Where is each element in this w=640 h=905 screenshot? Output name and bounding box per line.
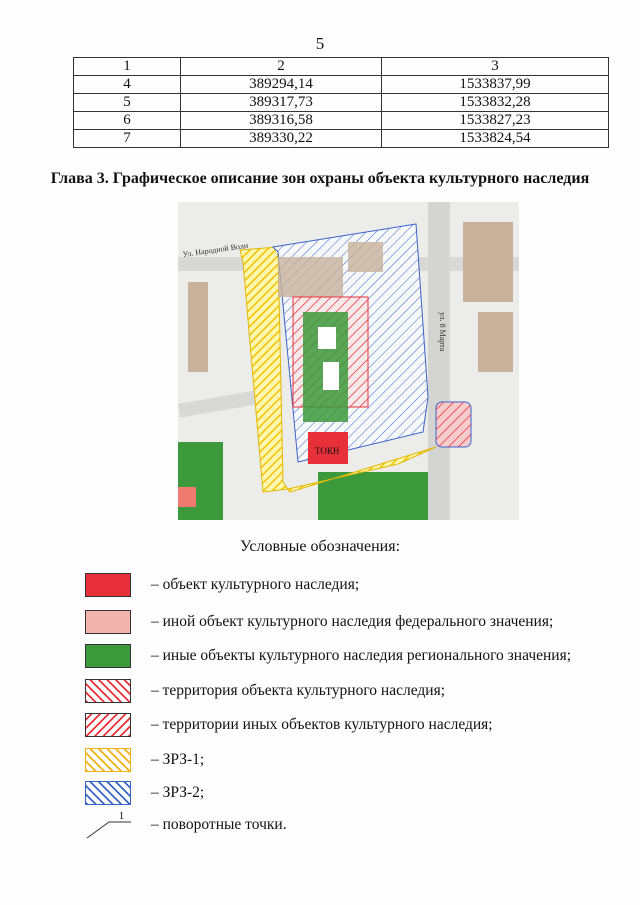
legend-swatch: [85, 748, 131, 772]
legend-label: – территория объекта культурного наследи…: [151, 682, 446, 699]
table-cell: 1533837,99: [381, 75, 609, 94]
chapter-heading: Глава 3. Графическое описание зон охраны…: [50, 170, 590, 187]
table-cell: 389316,58: [180, 111, 382, 130]
turning-point-icon: 1: [86, 811, 131, 839]
table-cell: 1533832,28: [381, 93, 609, 112]
street-label: ул. 8 Марта: [438, 312, 447, 352]
legend-swatch: [85, 573, 131, 597]
table-cell: 7: [73, 129, 181, 148]
legend-swatch: [85, 610, 131, 634]
legend-swatch: [85, 781, 131, 805]
legend-label: – поворотные точки.: [151, 816, 287, 833]
table-cell: 1533824,54: [381, 129, 609, 148]
legend-swatch: [85, 644, 131, 668]
legend-label: – иные объекты культурного наследия реги…: [151, 647, 572, 664]
svg-text:1: 1: [119, 811, 124, 822]
table-cell: 2: [180, 57, 382, 76]
table-cell: 389294,14: [180, 75, 382, 94]
legend-label: – объект культурного наследия;: [151, 576, 360, 593]
legend-item: – иные объекты культурного наследия реги…: [85, 643, 571, 669]
table-cell: 6: [73, 111, 181, 130]
legend-item: – территория объекта культурного наследи…: [85, 678, 445, 704]
table-cell: 5: [73, 93, 181, 112]
legend-title: Условные обозначения:: [239, 538, 401, 555]
page-number: 5: [315, 34, 325, 53]
legend-item: – иной объект культурного наследия федер…: [85, 609, 553, 635]
legend-item: – объект культурного наследия;: [85, 572, 359, 598]
legend-label: – ЗРЗ-1;: [151, 751, 205, 768]
table-cell: 389330,22: [180, 129, 382, 148]
zone-map: ТОКН Ул. Народной Воли ул. 8 Марта: [178, 202, 519, 520]
legend-item: – ЗРЗ-2;: [85, 780, 204, 806]
legend-label: – иной объект культурного наследия федер…: [151, 613, 554, 630]
legend-swatch: [85, 679, 131, 703]
table-cell: 3: [381, 57, 609, 76]
table-cell: 4: [73, 75, 181, 94]
legend-item: – ЗРЗ-1;: [85, 747, 204, 773]
legend-label: – территории иных объектов культурного н…: [151, 716, 493, 733]
table-cell: 1: [73, 57, 181, 76]
legend-swatch: [85, 713, 131, 737]
table-cell: 1533827,23: [381, 111, 609, 130]
legend-item: – территории иных объектов культурного н…: [85, 712, 493, 738]
legend-label: – ЗРЗ-2;: [151, 784, 205, 801]
object-label: ТОКН: [315, 446, 340, 456]
legend-item: 1 – поворотные точки.: [85, 811, 287, 839]
table-cell: 389317,73: [180, 93, 382, 112]
